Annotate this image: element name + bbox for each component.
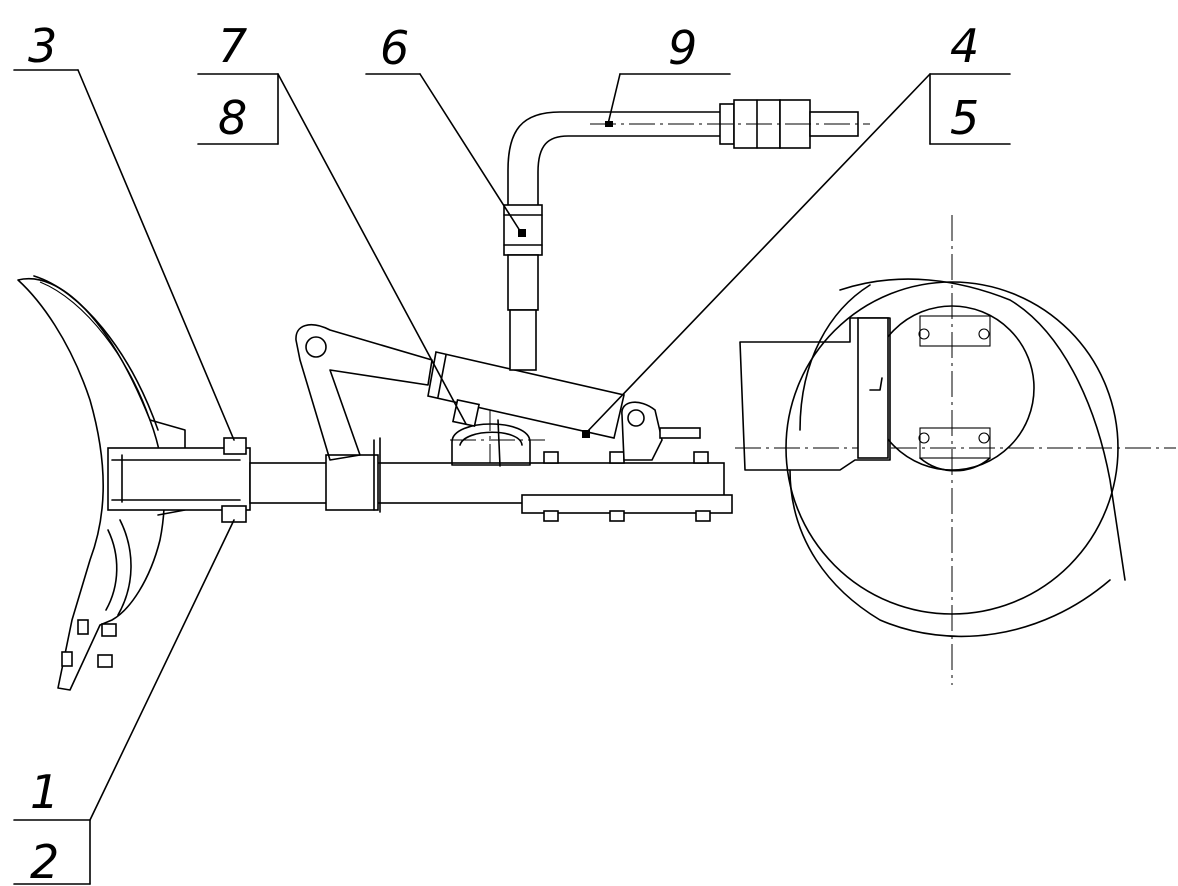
- hydraulic-cylinder: [427, 351, 701, 467]
- ripper-shank: [17, 275, 186, 691]
- callout-2: 2: [30, 835, 59, 886]
- callout-9: 9: [668, 21, 697, 75]
- leader-lines: [13, 69, 1011, 885]
- callout-6: 6: [380, 21, 409, 75]
- callout-labels: 3 7 8 6 9 4 5 1 2: [28, 19, 979, 886]
- callout-3: 3: [28, 19, 57, 73]
- callout-4: 4: [950, 19, 979, 73]
- frame-beam: [249, 437, 733, 522]
- callout-1: 1: [30, 765, 59, 819]
- hydraulic-hose: [503, 99, 870, 371]
- lever-linkage: [295, 324, 433, 461]
- clamp-bracket: [107, 437, 251, 523]
- roller-assembly: [739, 278, 1126, 638]
- callout-7: 7: [218, 19, 247, 73]
- callout-5: 5: [950, 91, 979, 145]
- center-lines: [450, 215, 1176, 685]
- callout-8: 8: [218, 91, 247, 145]
